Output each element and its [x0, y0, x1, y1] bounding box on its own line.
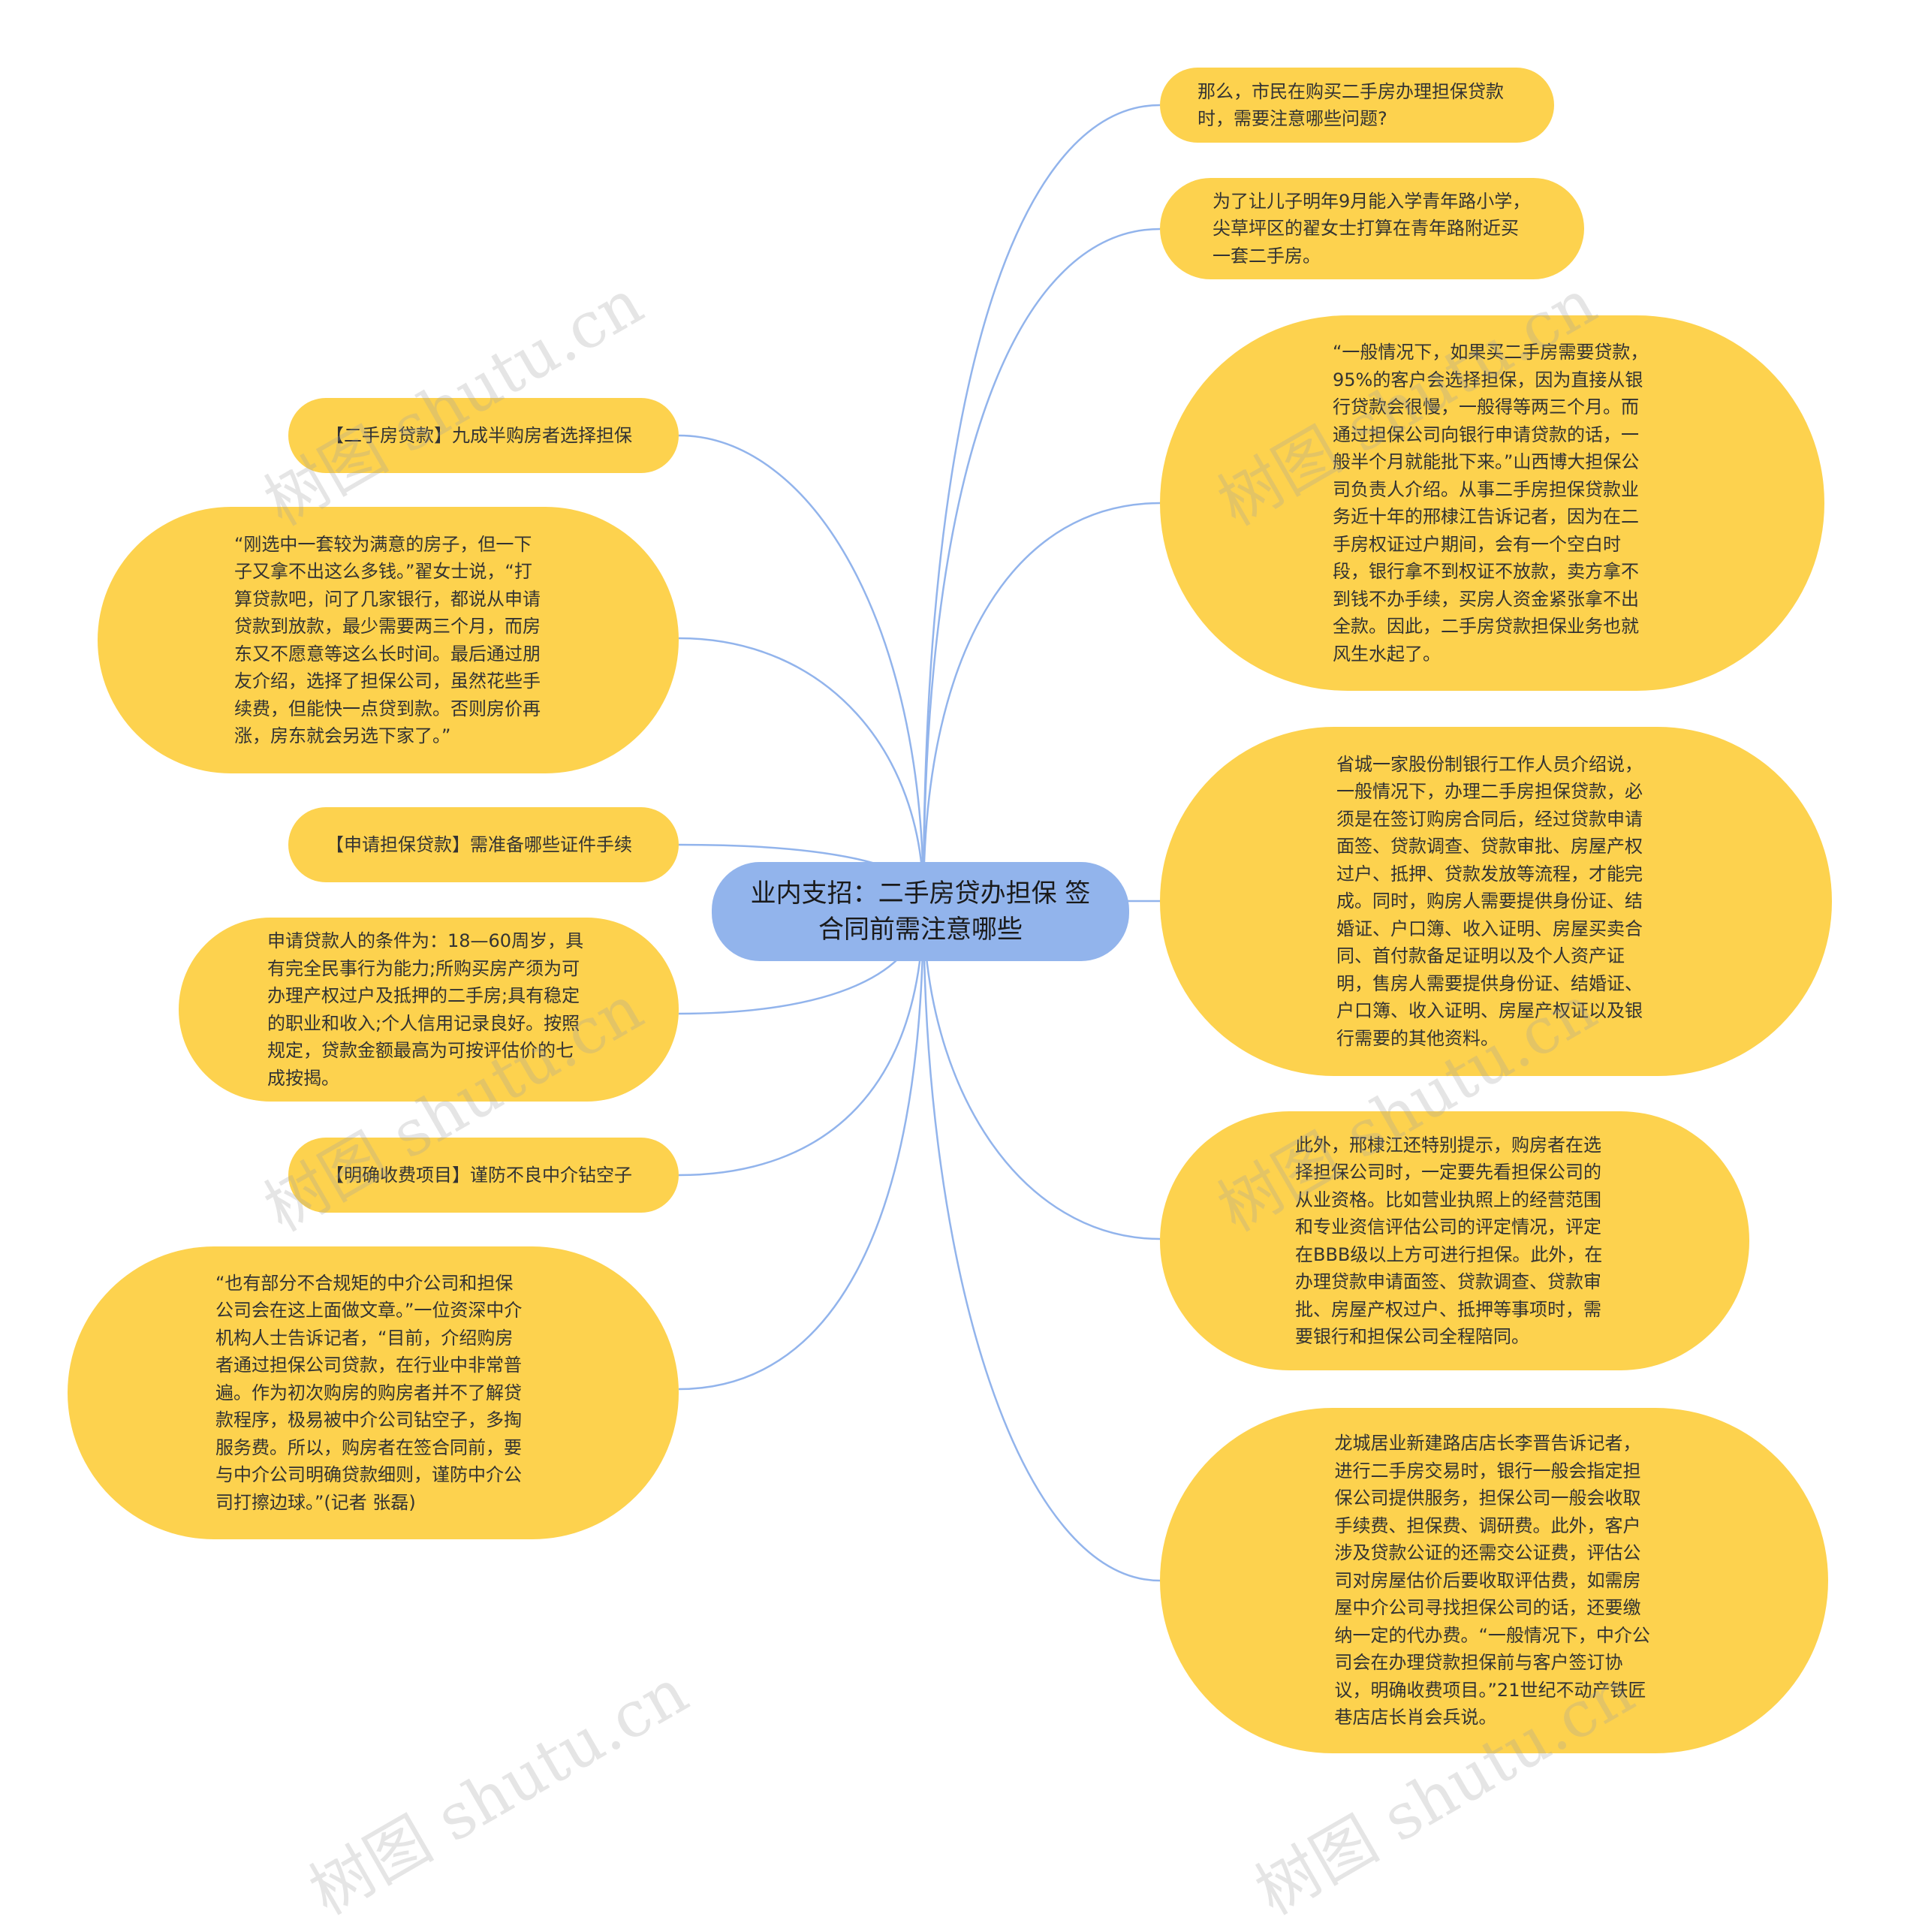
- right-node-3[interactable]: 省城一家股份制银行工作人员介绍说，一般情况下，办理二手房担保贷款，必须是在签订购…: [1160, 727, 1832, 1076]
- right-node-0-text: 那么，市民在购买二手房办理担保贷款时，需要注意哪些问题?: [1197, 80, 1504, 130]
- link-left-0: [678, 434, 925, 902]
- link-left-1: [678, 637, 925, 902]
- left-node-3-text: 申请贷款人的条件为：18—60周岁，具有完全民事行为能力;所购买房产须为可办理产…: [267, 930, 584, 1089]
- right-node-2[interactable]: “一般情况下，如果买二手房需要贷款，95%的客户会选择担保，因为直接从银行贷款会…: [1160, 315, 1824, 691]
- right-node-1[interactable]: 为了让儿子明年9月能入学青年路小学，尖草坪区的翟女士打算在青年路附近买一套二手房…: [1160, 178, 1584, 279]
- right-node-3-text: 省城一家股份制银行工作人员介绍说，一般情况下，办理二手房担保贷款，必须是在签订购…: [1336, 753, 1643, 1049]
- left-node-5[interactable]: “也有部分不合规矩的中介公司和担保公司会在这上面做文章。”一位资深中介机构人士告…: [68, 1246, 679, 1539]
- link-right-2: [922, 502, 1161, 902]
- right-node-4[interactable]: 此外，邢棣江还特别提示，购房者在选择担保公司时，一定要先看担保公司的从业资格。比…: [1160, 1111, 1749, 1370]
- right-node-5[interactable]: 龙城居业新建路店店长李晋告诉记者，进行二手房交易时，银行一般会指定担保公司提供服…: [1160, 1408, 1828, 1753]
- central-topic-label: 业内支招：二手房贷办担保 签合同前需注意哪些: [750, 879, 1091, 945]
- right-node-0[interactable]: 那么，市民在购买二手房办理担保贷款时，需要注意哪些问题?: [1160, 68, 1554, 143]
- left-node-3[interactable]: 申请贷款人的条件为：18—60周岁，具有完全民事行为能力;所购买房产须为可办理产…: [179, 918, 679, 1102]
- left-node-0[interactable]: 【二手房贷款】九成半购房者选择担保: [288, 398, 679, 473]
- left-node-4[interactable]: 【明确收费项目】谨防不良中介钻空子: [288, 1138, 679, 1213]
- link-right-5: [922, 900, 1161, 1582]
- connector-lines: [678, 104, 1161, 1582]
- right-node-2-text: “一般情况下，如果买二手房需要贷款，95%的客户会选择担保，因为直接从银行贷款会…: [1333, 342, 1649, 665]
- left-node-5-text: “也有部分不合规矩的中介公司和担保公司会在这上面做文章。”一位资深中介机构人士告…: [215, 1272, 523, 1513]
- left-node-1-text: “刚选中一套较为满意的房子，但一下子又拿不出这么多钱。”翟女士说，“打算贷款吧，…: [234, 533, 541, 747]
- link-right-1: [922, 228, 1161, 902]
- link-right-4: [922, 900, 1161, 1240]
- right-node-5-text: 龙城居业新建路店店长李晋告诉记者，进行二手房交易时，银行一般会指定担保公司提供服…: [1334, 1433, 1650, 1729]
- right-node-4-text: 此外，邢棣江还特别提示，购房者在选择担保公司时，一定要先看担保公司的从业资格。比…: [1295, 1134, 1603, 1348]
- left-node-4-text: 【明确收费项目】谨防不良中介钻空子: [326, 1164, 632, 1186]
- link-left-4: [678, 900, 925, 1177]
- left-node-2[interactable]: 【申请担保贷款】需准备哪些证件手续: [288, 807, 679, 882]
- right-node-1-text: 为了让儿子明年9月能入学青年路小学，尖草坪区的翟女士打算在青年路附近买一套二手房…: [1213, 190, 1531, 267]
- left-node-2-text: 【申请担保贷款】需准备哪些证件手续: [326, 833, 632, 855]
- link-left-5: [678, 900, 925, 1391]
- left-node-1[interactable]: “刚选中一套较为满意的房子，但一下子又拿不出这么多钱。”翟女士说，“打算贷款吧，…: [98, 507, 679, 773]
- central-topic[interactable]: 业内支招：二手房贷办担保 签合同前需注意哪些: [712, 862, 1129, 961]
- left-node-0-text: 【二手房贷款】九成半购房者选择担保: [326, 424, 632, 446]
- link-right-0: [922, 104, 1161, 902]
